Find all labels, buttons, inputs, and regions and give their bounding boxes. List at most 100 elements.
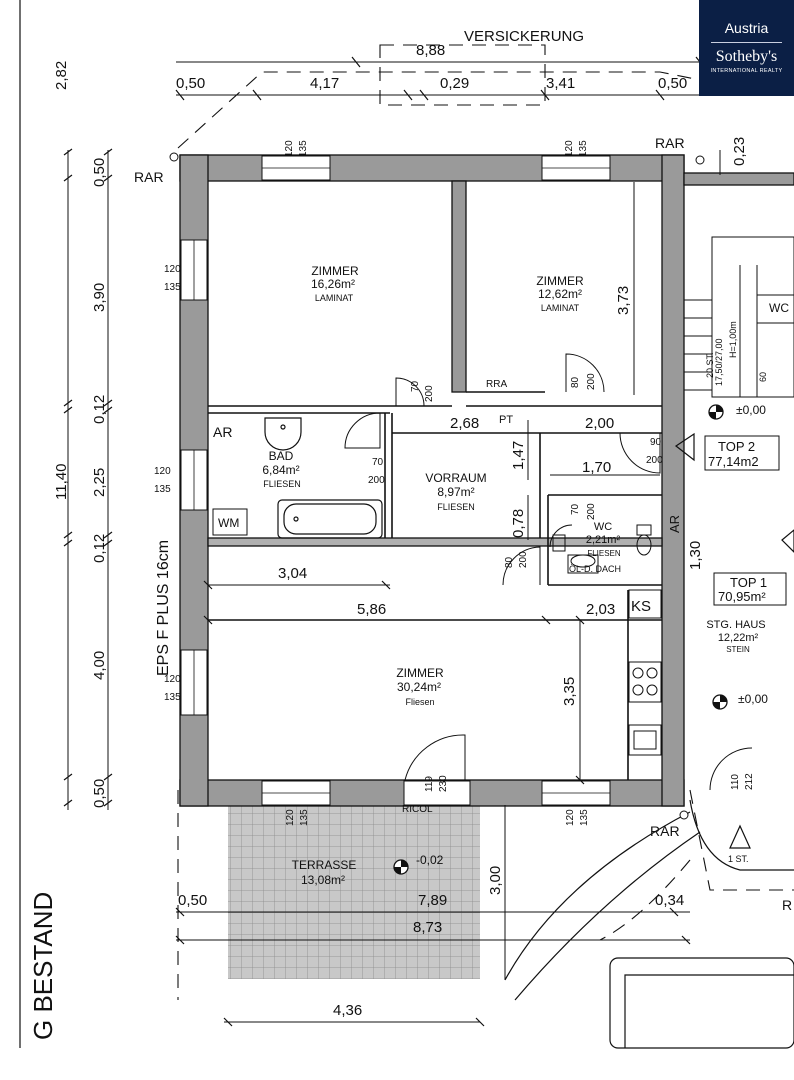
door-wc-h: 200 <box>586 503 597 520</box>
dim-top-050b: 0,50 <box>658 75 687 92</box>
door-stg-h: 212 <box>744 773 755 790</box>
dim-left-050a: 0,50 <box>91 158 108 187</box>
dim-147: 1,47 <box>510 441 527 470</box>
door-z3-w: 80 <box>504 556 515 568</box>
room-bad: BAD 6,84m² FLIESEN <box>262 449 300 489</box>
dim-left-390: 3,90 <box>91 283 108 312</box>
room-name: VORRAUM <box>425 471 486 485</box>
rar-bottom: RAR <box>650 823 680 839</box>
dim-203: 2,03 <box>586 601 615 618</box>
dim-bot-034: 0,34 <box>655 892 684 909</box>
dim-left-225: 2,25 <box>91 468 108 497</box>
win-bot2-h: 135 <box>579 809 590 826</box>
dim-bot-789: 7,89 <box>418 892 447 909</box>
bathtub <box>277 499 383 539</box>
room-name: TERRASSE <box>292 858 357 872</box>
room-wc: WC 2,21m² FLIESEN <box>586 521 621 558</box>
stair-note: 17,50/27,00 <box>714 338 724 386</box>
win-top2-w: 120 <box>564 140 575 157</box>
dim-left-282: 2,82 <box>53 61 70 90</box>
door-bad-w: 70 <box>372 457 384 468</box>
opening-sizes: 120 135 120 135 120 135 120 135 120 135 … <box>154 140 755 826</box>
dim-373: 3,73 <box>615 286 632 315</box>
wm-label: WM <box>218 516 239 530</box>
win-left3-h: 135 <box>164 692 181 703</box>
rar-top-left: RAR <box>134 169 164 185</box>
room-floor: FLIESEN <box>263 479 301 489</box>
room-terrasse: TERRASSE 13,08m² <box>292 858 357 887</box>
dim-top-029: 0,29 <box>440 75 469 92</box>
room-floor: Fliesen <box>405 697 434 707</box>
room-zimmer-3: ZIMMER 30,24m² Fliesen <box>396 666 444 707</box>
win-left2-w: 120 <box>154 466 171 477</box>
room-vorraum: VORRAUM 8,97m² FLIESEN <box>425 471 486 512</box>
dim-left-050b: 0,50 <box>91 779 108 808</box>
room-area: 13,08m² <box>301 873 345 887</box>
level-terrace: -0,02 <box>416 853 444 867</box>
dim-335: 3,35 <box>561 677 578 706</box>
stair-count: 20 ST. <box>705 352 715 378</box>
top2-label: TOP 2 <box>718 439 755 454</box>
win-left1-h: 135 <box>164 282 181 293</box>
brand-divider <box>711 42 782 43</box>
dim-top-050a: 0,50 <box>176 75 205 92</box>
room-name: WC <box>594 521 612 533</box>
win-bot1-h: 135 <box>299 809 310 826</box>
dimension-lines <box>67 61 721 1023</box>
ar-hall: AR <box>667 515 682 533</box>
room-area: 2,21m² <box>586 534 621 546</box>
room-floor: FLIESEN <box>587 549 621 558</box>
win-left2-h: 135 <box>154 484 171 495</box>
wall-note: EPS F PLUS 16cm <box>155 540 172 676</box>
level-markers <box>393 404 728 875</box>
letter-r: R <box>782 897 792 913</box>
terrace-tiles <box>228 805 480 979</box>
wc-dach: ÖL-D. DACH <box>569 564 621 574</box>
pt-label: PT <box>499 414 513 426</box>
room-name: STG. HAUS <box>706 619 765 631</box>
room-name: ZIMMER <box>536 274 584 288</box>
dim-bot-873: 8,73 <box>413 919 442 936</box>
door-terr-h: 230 <box>438 775 449 792</box>
dim-bot-436: 4,36 <box>333 1002 362 1019</box>
stair-height: H=1,00m <box>728 321 738 358</box>
ks-label: KS <box>631 598 651 615</box>
dim-left-012a: 0,12 <box>91 395 108 424</box>
dim-top-417: 4,17 <box>310 75 339 92</box>
washbasin <box>264 417 302 451</box>
site-outlines <box>177 44 794 1000</box>
room-zimmer-2: ZIMMER 12,62m² LAMINAT <box>536 274 584 313</box>
dim-bot-050: 0,50 <box>178 892 207 909</box>
room-area: 8,97m² <box>437 485 474 499</box>
top1-label: TOP 1 <box>730 575 767 590</box>
top2-area: 77,14m2 <box>708 454 759 469</box>
level-stair-upper: ±0,00 <box>736 403 766 417</box>
washing-machine <box>212 508 248 536</box>
door-z1-w: 70 <box>410 380 421 392</box>
dim-268: 2,68 <box>450 415 479 432</box>
ricol-label: RICOL <box>402 804 433 815</box>
win-top1-h: 135 <box>298 140 309 157</box>
win-left1-w: 120 <box>164 264 181 275</box>
door-entry-w: 90 <box>650 437 662 448</box>
dim-top-total: 8,88 <box>416 42 445 59</box>
door-z2-w: 80 <box>570 376 581 388</box>
dim-023: 0,23 <box>731 137 748 166</box>
kitchen <box>628 589 662 756</box>
dim-078: 0,78 <box>510 509 527 538</box>
brand-line-2: Sotheby's <box>715 48 778 65</box>
room-area: 12,22m² <box>718 632 759 644</box>
dim-left-400: 4,00 <box>91 651 108 680</box>
first-step: 1 ST. <box>728 854 749 864</box>
dim-200: 2,00 <box>585 415 614 432</box>
room-floor: LAMINAT <box>315 293 354 303</box>
room-stg-haus: STG. HAUS 12,22m² STEIN <box>706 619 765 654</box>
rar-top-right: RAR <box>655 135 685 151</box>
door-z3-h: 200 <box>518 551 529 568</box>
door-stg-w: 110 <box>730 774 741 790</box>
dim-left-1140: 11,40 <box>53 464 70 500</box>
ar-bad: AR <box>213 424 232 440</box>
win-bot2-w: 120 <box>565 809 576 826</box>
dim-304: 3,04 <box>278 565 307 582</box>
